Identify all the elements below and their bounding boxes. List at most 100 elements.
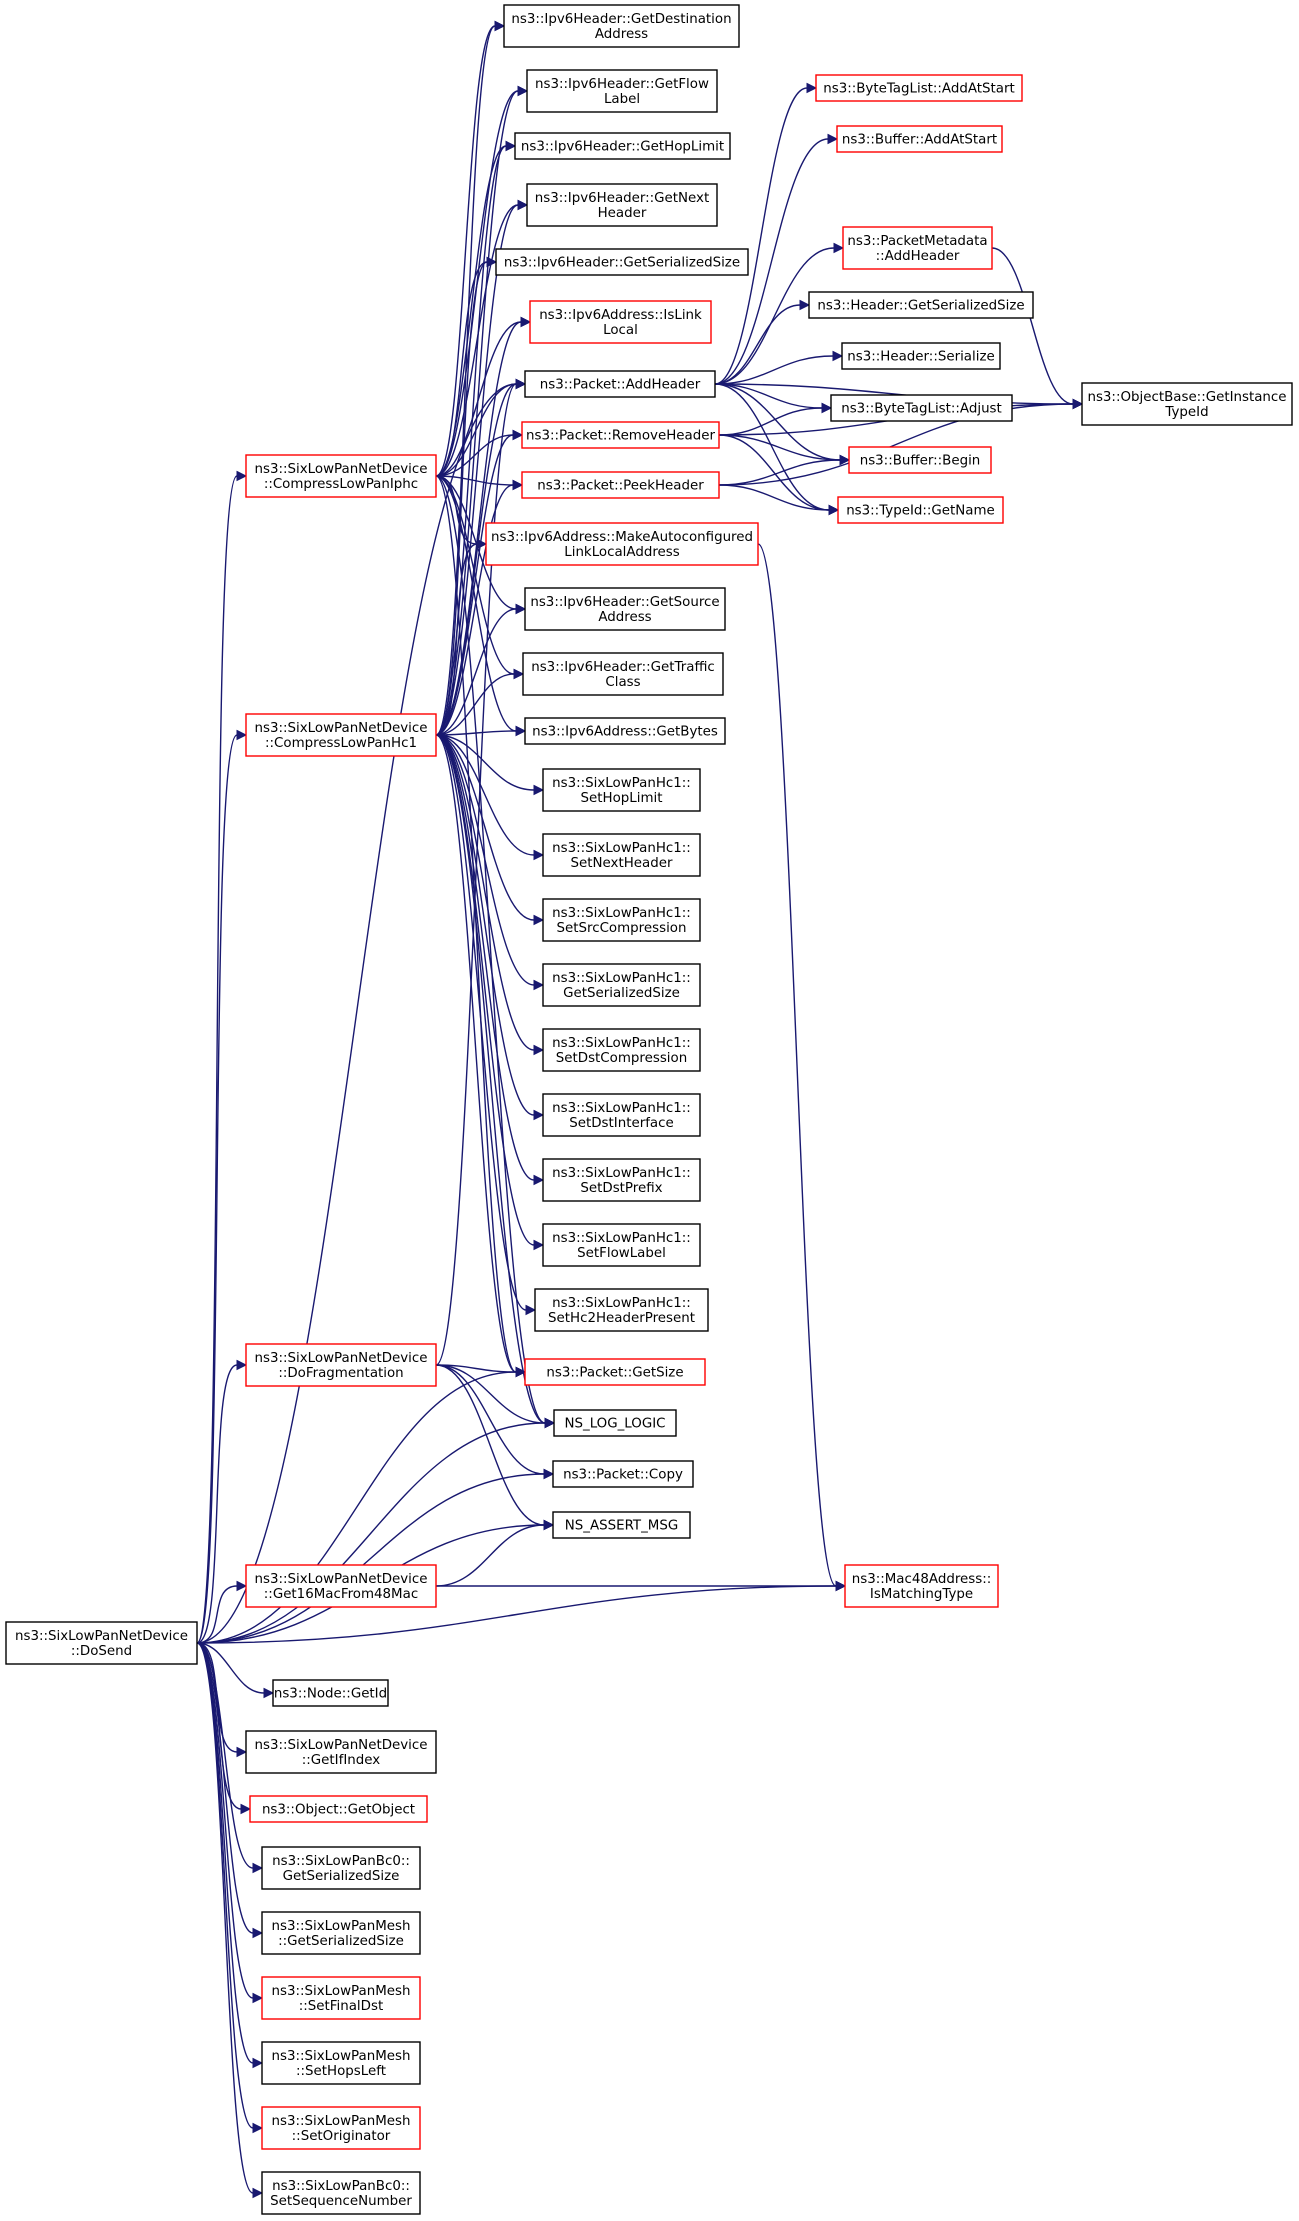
node-box[interactable] — [552, 1511, 691, 1539]
node-box[interactable] — [542, 963, 701, 1007]
node-box[interactable] — [503, 4, 740, 48]
node-sethc2[interactable]: ns3::SixLowPanHc1::SetHc2HeaderPresent — [534, 1288, 709, 1332]
node-box[interactable] — [524, 370, 716, 398]
node-nslog[interactable]: NS_LOG_LOGIC — [553, 1409, 677, 1437]
node-box[interactable] — [837, 496, 1004, 524]
node-box[interactable] — [524, 1358, 706, 1386]
node-box[interactable] — [261, 2171, 421, 2215]
node-gethop[interactable]: ns3::Ipv6Header::GetHopLimit — [514, 132, 731, 160]
node-bytetagadd[interactable]: ns3::ByteTagList::AddAtStart — [815, 74, 1023, 102]
node-setnext[interactable]: ns3::SixLowPanHc1::SetNextHeader — [542, 833, 701, 877]
node-box[interactable] — [522, 652, 724, 696]
node-box[interactable] — [542, 1158, 701, 1202]
node-typeidname[interactable]: ns3::TypeId::GetName — [837, 496, 1004, 524]
node-removeheader[interactable]: ns3::Packet::RemoveHeader — [521, 421, 720, 449]
node-dofrag[interactable]: ns3::SixLowPanNetDevice::DoFragmentation — [245, 1343, 437, 1387]
node-iphc[interactable]: ns3::SixLowPanNetDevice::CompressLowPanI… — [245, 454, 437, 498]
node-box[interactable] — [542, 1093, 701, 1137]
node-pmaddheader[interactable]: ns3::PacketMetadata::AddHeader — [842, 226, 993, 270]
node-box[interactable] — [529, 300, 712, 344]
node-copy[interactable]: ns3::Packet::Copy — [552, 1460, 694, 1488]
node-makeauto[interactable]: ns3::Ipv6Address::MakeAutoconfiguredLink… — [485, 522, 759, 566]
node-bc0size[interactable]: ns3::SixLowPanBc0::GetSerializedSize — [261, 1846, 421, 1890]
node-peekheader[interactable]: ns3::Packet::PeekHeader — [521, 471, 720, 499]
node-hc1size[interactable]: ns3::SixLowPanHc1::GetSerializedSize — [542, 963, 701, 1007]
node-box[interactable] — [249, 1795, 428, 1823]
node-finaldst[interactable]: ns3::SixLowPanMesh::SetFinalDst — [261, 1976, 421, 2020]
node-box[interactable] — [245, 713, 437, 757]
node-hdrsize[interactable]: ns3::Header::GetSerializedSize — [808, 291, 1034, 319]
node-box[interactable] — [542, 833, 701, 877]
node-nsassert[interactable]: NS_ASSERT_MSG — [552, 1511, 691, 1539]
node-originator[interactable]: ns3::SixLowPanMesh::SetOriginator — [261, 2106, 421, 2150]
node-box[interactable] — [261, 2106, 421, 2150]
node-box[interactable] — [261, 2041, 421, 2085]
node-ipv6size[interactable]: ns3::Ipv6Header::GetSerializedSize — [495, 248, 749, 276]
node-box[interactable] — [830, 394, 1013, 422]
node-getsize[interactable]: ns3::Packet::GetSize — [524, 1358, 706, 1386]
node-bytetagadjust[interactable]: ns3::ByteTagList::Adjust — [830, 394, 1013, 422]
node-box[interactable] — [245, 1564, 437, 1608]
node-box[interactable] — [842, 226, 993, 270]
node-setdstcomp[interactable]: ns3::SixLowPanHc1::SetDstCompression — [542, 1028, 701, 1072]
node-box[interactable] — [521, 471, 720, 499]
node-box[interactable] — [261, 1846, 421, 1890]
node-box[interactable] — [844, 1564, 999, 1608]
node-box[interactable] — [261, 1976, 421, 2020]
node-get16[interactable]: ns3::SixLowPanNetDevice::Get16MacFrom48M… — [245, 1564, 437, 1608]
node-box[interactable] — [5, 1621, 198, 1665]
node-box[interactable] — [245, 1730, 437, 1774]
node-setsrccomp[interactable]: ns3::SixLowPanHc1::SetSrcCompression — [542, 898, 701, 942]
node-box[interactable] — [815, 74, 1023, 102]
node-box[interactable] — [514, 132, 731, 160]
node-hc1[interactable]: ns3::SixLowPanNetDevice::CompressLowPanH… — [245, 713, 437, 757]
node-box[interactable] — [841, 342, 1001, 370]
node-meshsize[interactable]: ns3::SixLowPanMesh::GetSerializedSize — [261, 1911, 421, 1955]
node-box[interactable] — [542, 768, 701, 812]
node-bufferadd[interactable]: ns3::Buffer::AddAtStart — [836, 125, 1003, 153]
node-box[interactable] — [524, 587, 726, 631]
node-seqnum[interactable]: ns3::SixLowPanBc0::SetSequenceNumber — [261, 2171, 421, 2215]
node-box[interactable] — [553, 1409, 677, 1437]
node-hopsleft[interactable]: ns3::SixLowPanMesh::SetHopsLeft — [261, 2041, 421, 2085]
node-hdrserialize[interactable]: ns3::Header::Serialize — [841, 342, 1001, 370]
node-box[interactable] — [526, 183, 718, 227]
node-box[interactable] — [272, 1679, 389, 1707]
node-box[interactable] — [808, 291, 1034, 319]
node-dosend[interactable]: ns3::SixLowPanNetDevice::DoSend — [5, 1621, 198, 1665]
node-box[interactable] — [1081, 382, 1293, 426]
node-getbytes[interactable]: ns3::Ipv6Address::GetBytes — [524, 717, 726, 745]
node-box[interactable] — [542, 1028, 701, 1072]
node-box[interactable] — [848, 446, 992, 474]
node-getifindex[interactable]: ns3::SixLowPanNetDevice::GetIfIndex — [245, 1730, 437, 1774]
node-box[interactable] — [245, 454, 437, 498]
node-getobject[interactable]: ns3::Object::GetObject — [249, 1795, 428, 1823]
node-box[interactable] — [552, 1460, 694, 1488]
node-box[interactable] — [261, 1911, 421, 1955]
node-box[interactable] — [836, 125, 1003, 153]
node-box[interactable] — [521, 421, 720, 449]
node-setdstif[interactable]: ns3::SixLowPanHc1::SetDstInterface — [542, 1093, 701, 1137]
node-box[interactable] — [542, 1223, 701, 1267]
node-box[interactable] — [245, 1343, 437, 1387]
node-addheader[interactable]: ns3::Packet::AddHeader — [524, 370, 716, 398]
node-setflow[interactable]: ns3::SixLowPanHc1::SetFlowLabel — [542, 1223, 701, 1267]
node-box[interactable] — [542, 898, 701, 942]
node-box[interactable] — [534, 1288, 709, 1332]
node-ismatching[interactable]: ns3::Mac48Address::IsMatchingType — [844, 1564, 999, 1608]
node-box[interactable] — [526, 69, 718, 113]
node-box[interactable] — [495, 248, 749, 276]
node-box[interactable] — [524, 717, 726, 745]
node-getid[interactable]: ns3::Node::GetId — [272, 1679, 389, 1707]
node-setdstprefix[interactable]: ns3::SixLowPanHc1::SetDstPrefix — [542, 1158, 701, 1202]
node-bufferbegin[interactable]: ns3::Buffer::Begin — [848, 446, 992, 474]
node-box[interactable] — [485, 522, 759, 566]
node-sethop[interactable]: ns3::SixLowPanHc1::SetHopLimit — [542, 768, 701, 812]
